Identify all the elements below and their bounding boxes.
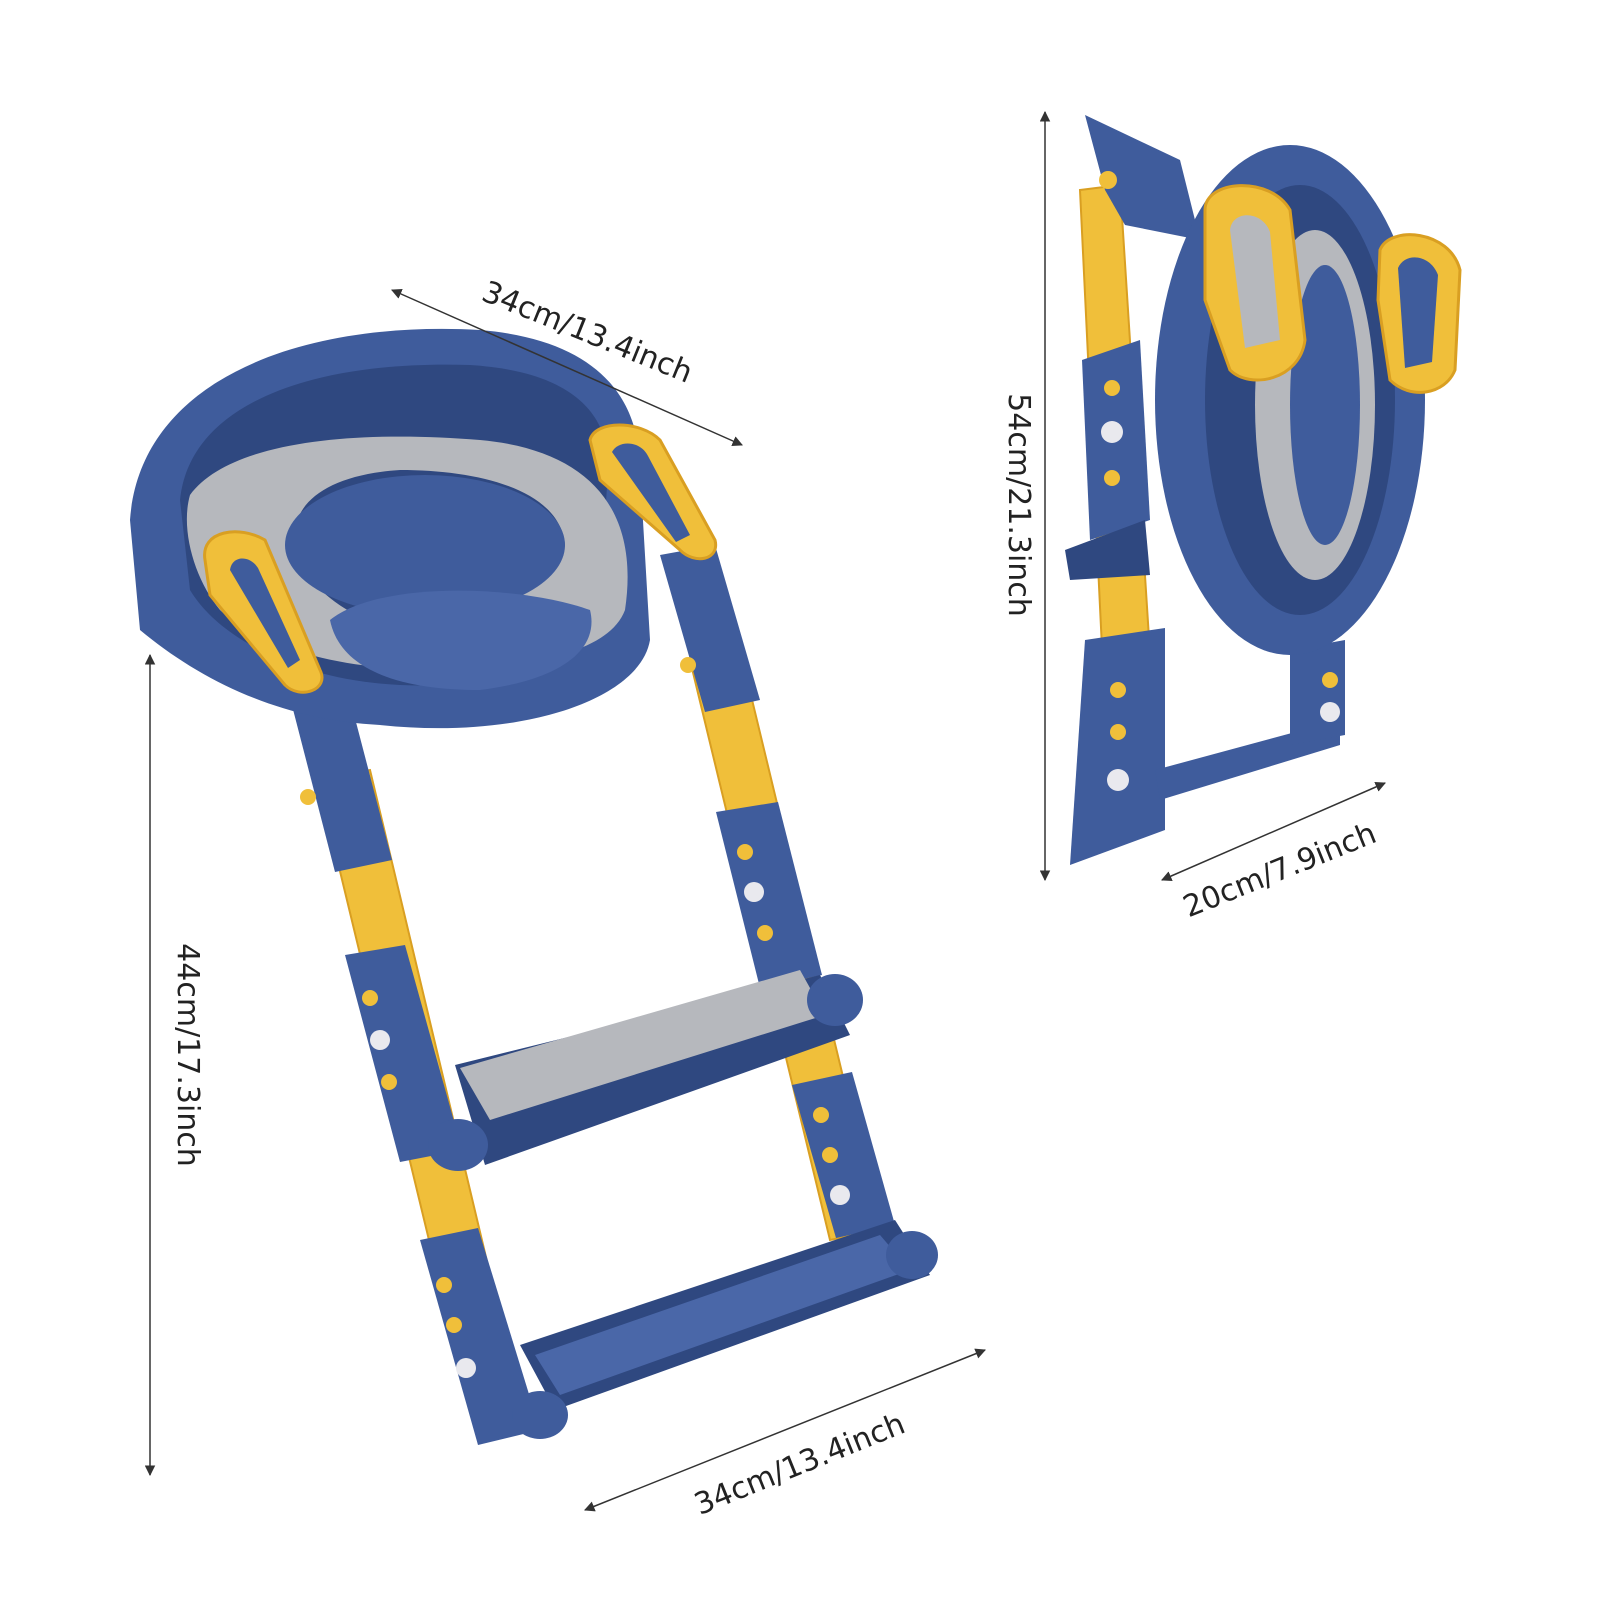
ladder-height-label: 44cm/17.3inch <box>170 943 205 1167</box>
folded-rail-holes <box>1099 171 1340 791</box>
dimension-arrows <box>144 110 1386 1512</box>
potty-seat <box>130 328 650 729</box>
folded-height-label: 54cm/21.3inch <box>1001 393 1036 617</box>
folded-clip <box>1065 520 1150 580</box>
left-handle <box>203 530 324 694</box>
folded-depth-arrow <box>1161 781 1386 882</box>
folded-back-panel <box>1085 115 1200 240</box>
right-rail-middle <box>716 802 822 988</box>
seat-width-arrow <box>391 289 743 446</box>
folded-rail-low <box>1070 628 1165 865</box>
unfolded-ladder <box>130 328 938 1445</box>
seat-opening <box>285 475 565 615</box>
rail-holes <box>300 657 850 1378</box>
folded-ladder <box>1065 115 1462 865</box>
left-rail-upper <box>288 680 392 872</box>
base-width-arrow <box>584 1348 986 1512</box>
right-rail-lower <box>792 1072 895 1238</box>
right-rail-upper <box>660 545 760 712</box>
folded-base-right <box>1290 640 1345 745</box>
lower-step <box>512 1220 938 1439</box>
upper-step <box>428 970 863 1171</box>
